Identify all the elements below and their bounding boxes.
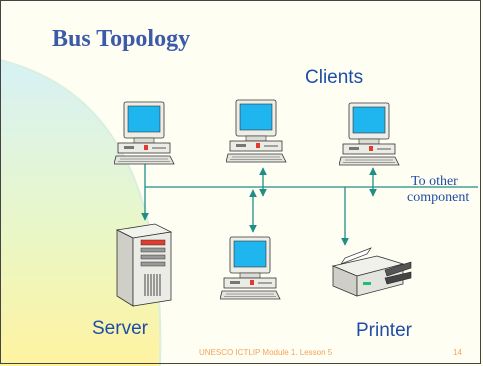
to-other-component-label: To other component [407,174,469,206]
clients-label: Clients [305,67,364,88]
server-label: Server [92,318,148,339]
to-other-line1: To other [411,174,458,189]
page-number: 14 [453,348,462,357]
computer-icon [114,101,175,165]
computer-icon [220,236,281,300]
computer-icon [339,102,400,166]
server-icon [115,223,173,307]
footer-text: UNESCO ICTLIP Module 1. Lesson 5 [199,348,333,357]
to-other-line2: component [407,190,470,205]
computer-icon [226,99,287,163]
printer-label: Printer [356,320,412,341]
slide-title: Bus Topology [52,26,191,52]
printer-icon [331,247,412,297]
